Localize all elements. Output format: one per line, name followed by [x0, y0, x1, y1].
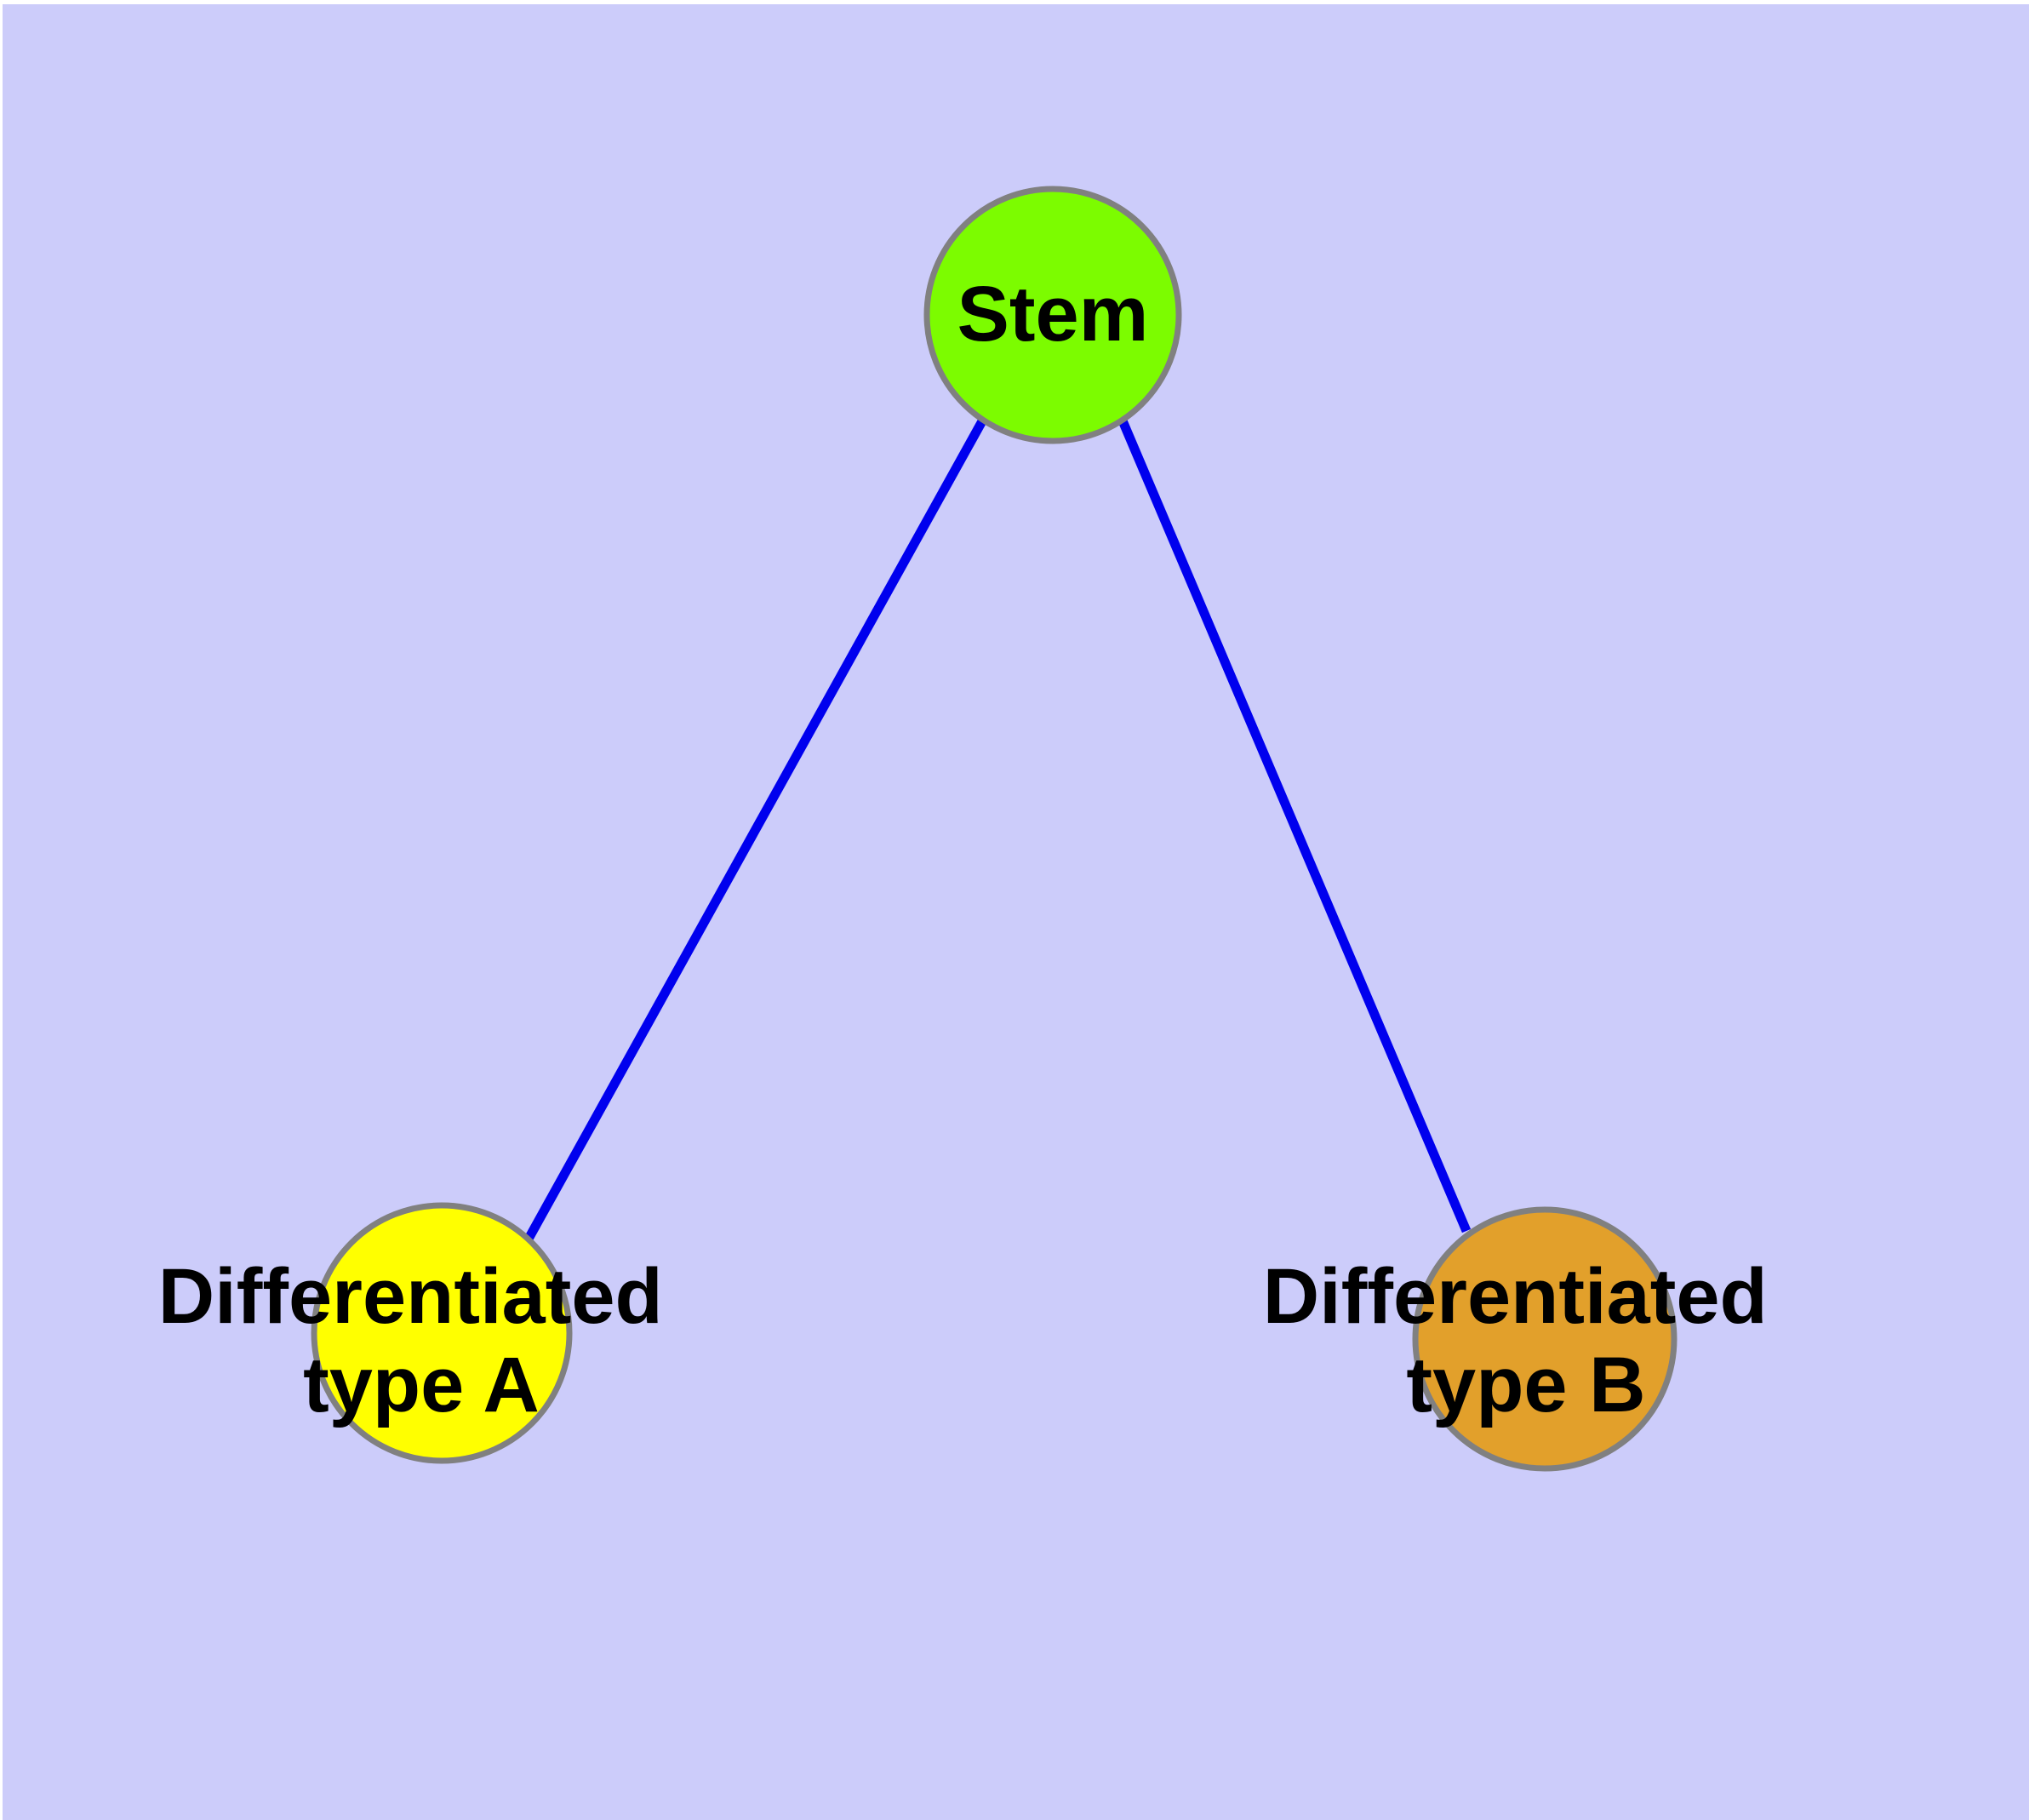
node-layer — [311, 186, 1677, 1472]
node-stem-label: Stem — [957, 271, 1149, 358]
node-diff-b-label-line1: Differentiated — [1263, 1253, 1768, 1340]
node-diff-a-label-line2: type A — [303, 1342, 540, 1428]
edge-stem-to-diff-b[interactable] — [1117, 416, 1472, 1233]
node-diff-a-label: Differentiated type A — [158, 1253, 685, 1428]
node-diff-b-circle[interactable] — [1412, 1206, 1677, 1472]
node-stem-circle[interactable] — [923, 186, 1182, 444]
node-diff-b-label-line2: type B — [1406, 1342, 1645, 1428]
edge-layer — [523, 416, 1472, 1243]
node-stem-label-line1: Stem — [957, 271, 1149, 358]
edge-stem-to-diff-a[interactable] — [523, 417, 987, 1243]
node-diff-b-label: Differentiated type B — [1263, 1253, 1790, 1428]
label-layer: Stem Differentiated type A Differentiate… — [158, 271, 1790, 1428]
node-diff-a-circle[interactable] — [311, 1202, 573, 1464]
node-diff-a-label-line1: Differentiated — [158, 1253, 663, 1340]
